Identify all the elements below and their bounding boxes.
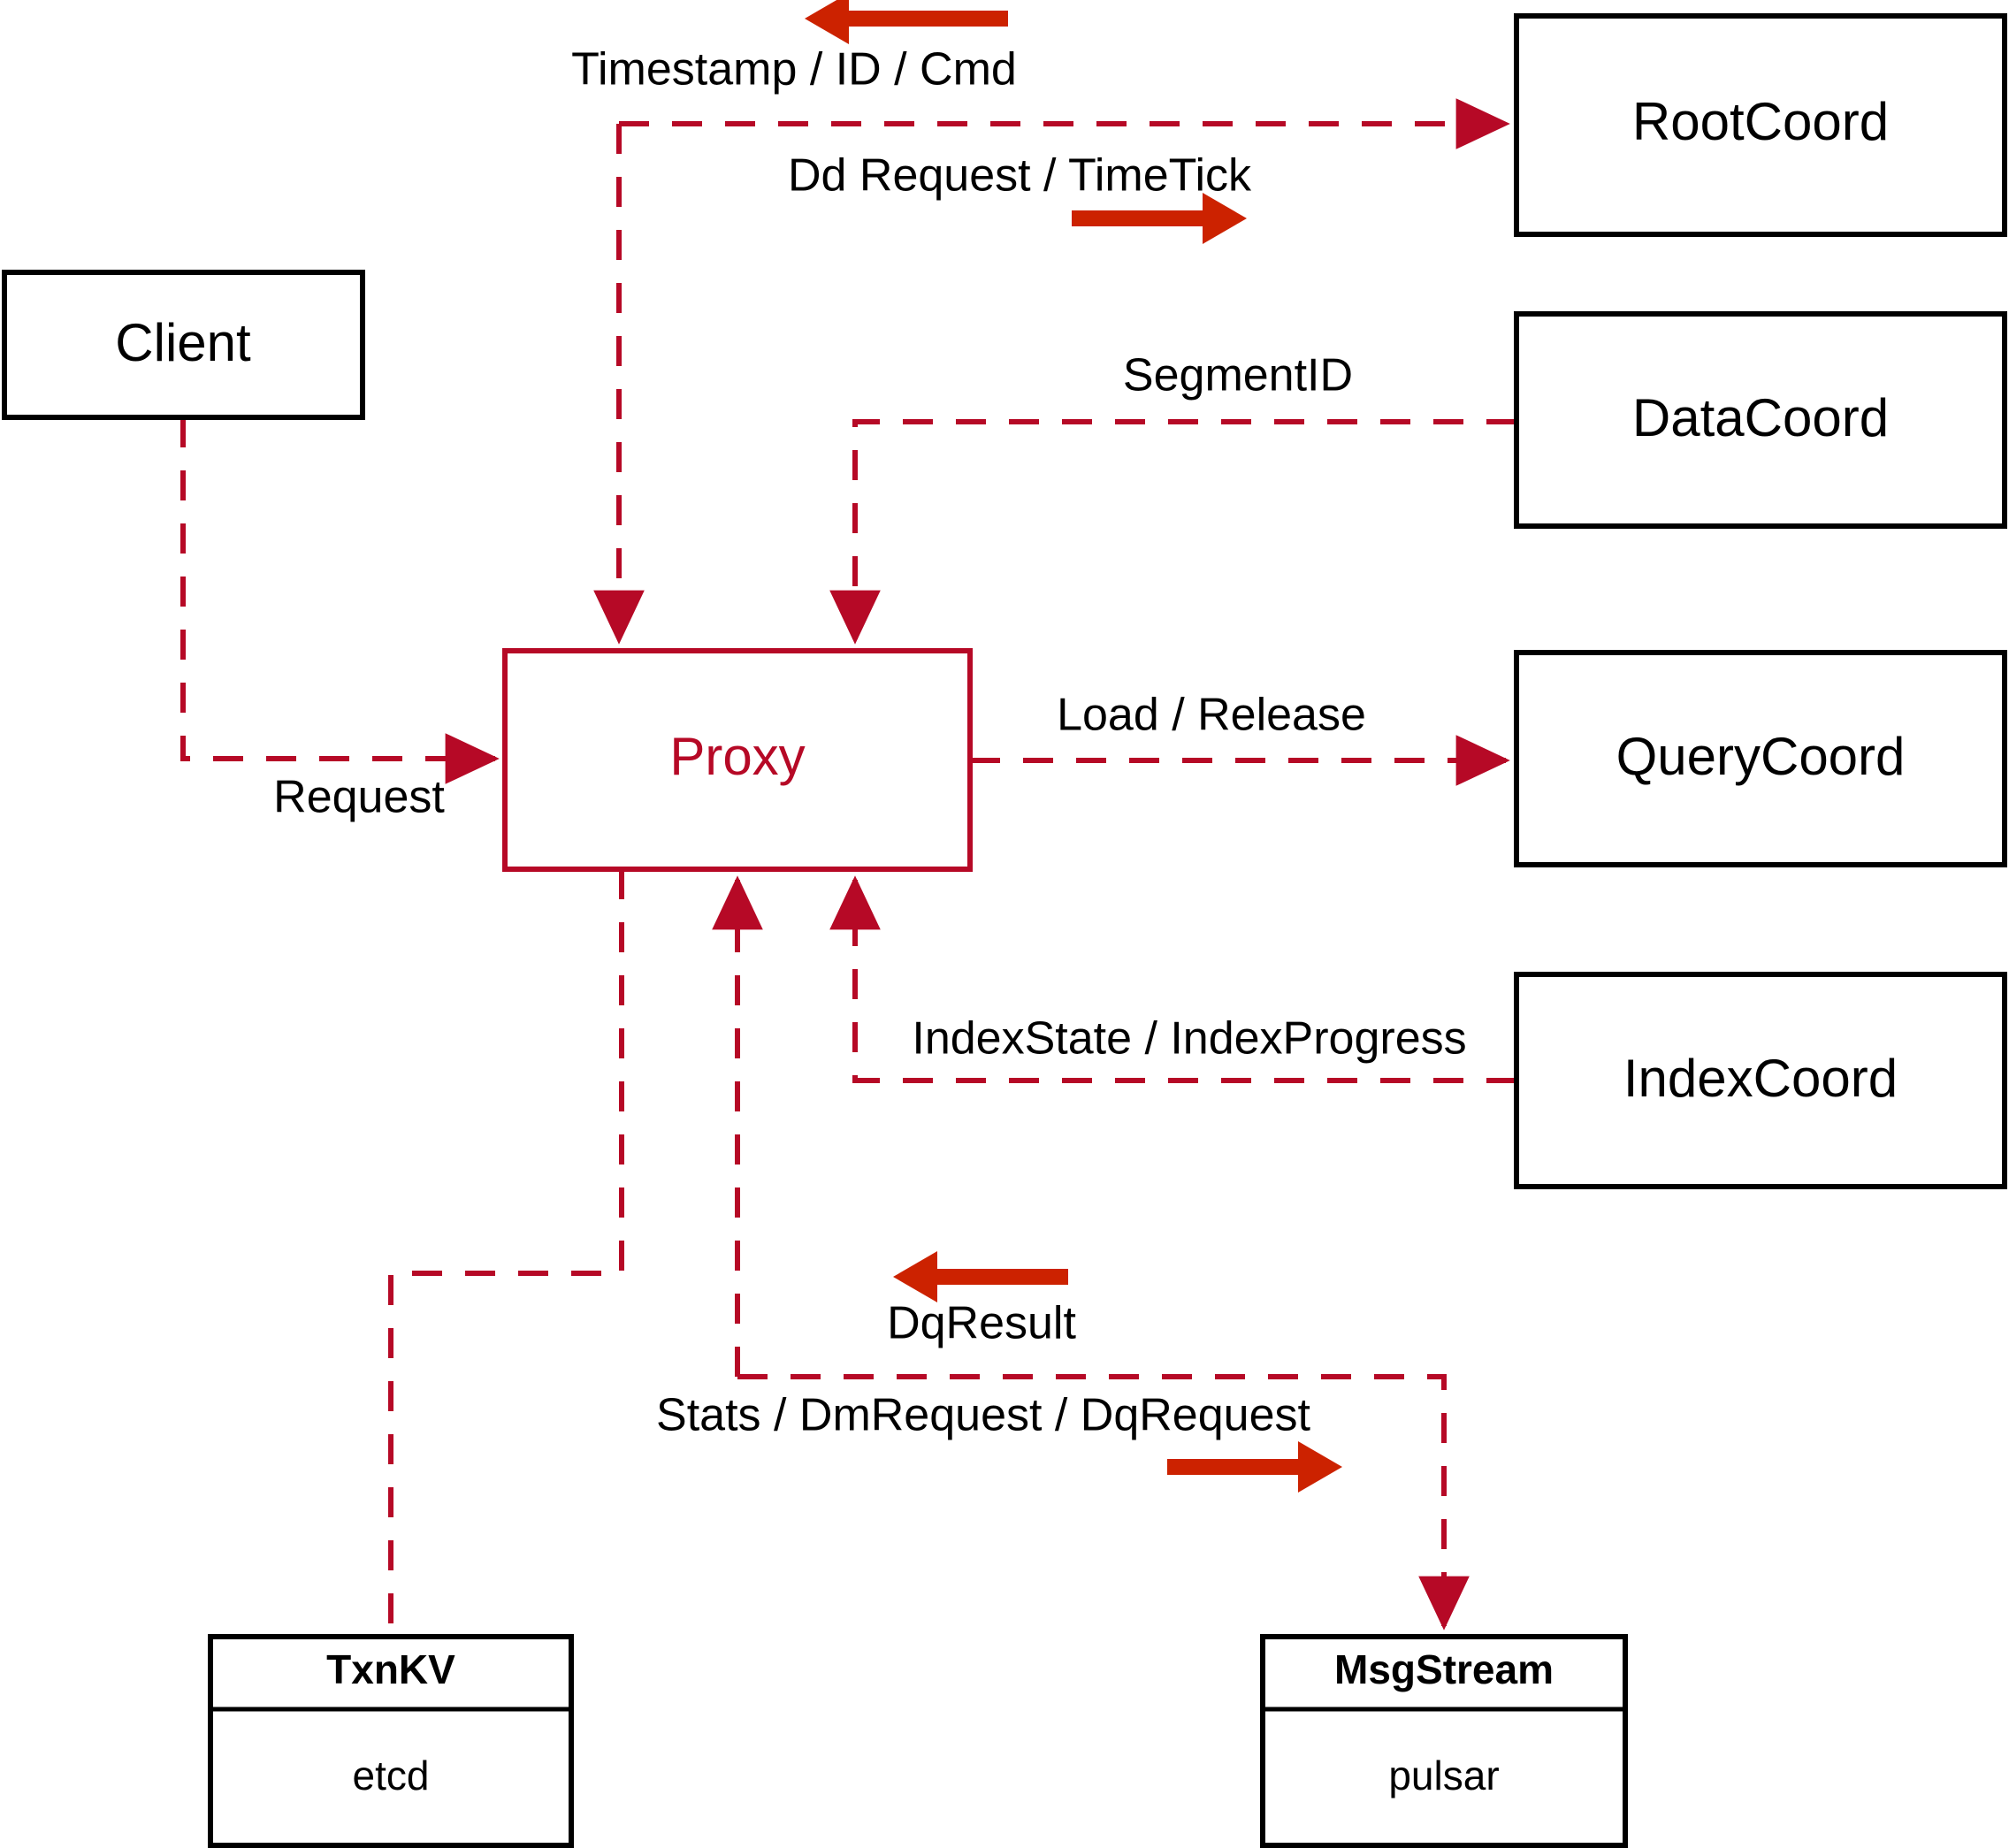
edge-request-path	[180, 417, 500, 784]
edge-indexstate-path	[829, 875, 1516, 1083]
edge-txnkv-path	[388, 869, 624, 1637]
edge-segmentid-path	[829, 419, 1516, 645]
direction-arrow-ddrequest	[1072, 193, 1247, 244]
edge-label-dqresult: DqResult	[887, 1298, 1076, 1349]
edge-label-timestamp: Timestamp / ID / Cmd	[571, 44, 1017, 95]
edge-label-ddrequest: Dd Request / TimeTick	[788, 150, 1252, 202]
node-msgstream-title: MsgStream	[1334, 1646, 1554, 1692]
node-txnkv-impl: etcd	[353, 1753, 430, 1798]
edge-label-loadrelease: Load / Release	[1057, 690, 1366, 741]
node-msgstream-impl: pulsar	[1388, 1753, 1499, 1798]
edge-label-segmentid: SegmentID	[1123, 350, 1353, 401]
node-indexcoord-label: IndexCoord	[1623, 1049, 1898, 1108]
node-rootcoord-label: RootCoord	[1632, 92, 1889, 151]
node-querycoord-label: QueryCoord	[1616, 727, 1906, 786]
direction-arrow-statsdmdq	[1167, 1441, 1342, 1493]
node-querycoord[interactable]: QueryCoord	[1514, 650, 2007, 867]
node-datacoord-label: DataCoord	[1632, 388, 1889, 447]
node-proxy[interactable]: Proxy	[502, 648, 973, 872]
edge-statsdmdq-path	[737, 1374, 1470, 1630]
node-client[interactable]: Client	[2, 270, 365, 420]
node-client-label: Client	[115, 313, 251, 372]
direction-arrow-dqresult	[893, 1251, 1068, 1302]
edge-label-request: Request	[273, 772, 445, 823]
node-proxy-label: Proxy	[669, 727, 805, 786]
node-txnkv-title: TxnKV	[326, 1646, 455, 1692]
node-datacoord[interactable]: DataCoord	[1514, 311, 2007, 529]
edge-label-statsdmdq: Stats / DmRequest / DqRequest	[656, 1390, 1310, 1441]
direction-arrow-timestamp	[805, 0, 1008, 44]
node-indexcoord[interactable]: IndexCoord	[1514, 972, 2007, 1189]
edge-label-indexstate: IndexState / IndexProgress	[912, 1013, 1466, 1065]
node-rootcoord[interactable]: RootCoord	[1514, 13, 2007, 237]
node-msgstream[interactable]: MsgStream pulsar	[1260, 1634, 1628, 1848]
node-txnkv[interactable]: TxnKV etcd	[208, 1634, 574, 1848]
